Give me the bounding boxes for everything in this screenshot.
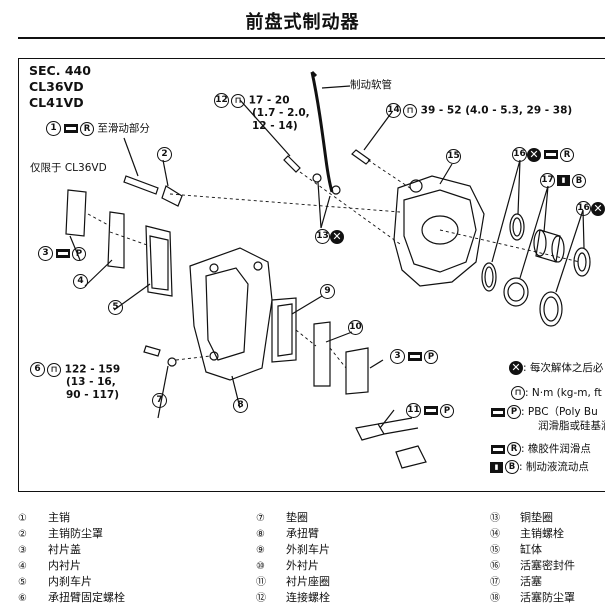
callout-6-ftlb: 90 - 117) [66, 389, 119, 401]
piston [535, 229, 561, 263]
callout-7: 7 [152, 393, 167, 408]
seal-ring [481, 262, 497, 292]
title-rule [18, 37, 605, 39]
callout-12-ftlb: 12 - 14) [252, 120, 298, 132]
torque-icon: ⊓ [403, 103, 417, 118]
grease-icon [56, 249, 70, 258]
callout-6: 6⊓ 122 - 159 [30, 362, 120, 377]
fluid-icon: ▮ [490, 461, 503, 473]
shim-outer [345, 347, 369, 395]
torque-member [189, 247, 273, 381]
section-code: SEC. 440 [29, 63, 91, 78]
page-title: 前盘式制动器 [245, 12, 360, 33]
grease-icon [64, 124, 78, 133]
piston-boot [573, 247, 591, 277]
callout-14: 14⊓ 39 - 52 (4.0 - 5.3, 29 - 38) [386, 103, 573, 118]
piston-cup [503, 277, 529, 307]
pin-boot [161, 185, 183, 207]
model-code-1: CL36VD [29, 79, 84, 94]
torque-icon: ⊓ [231, 93, 245, 108]
fluid-icon: ▮ [557, 175, 570, 186]
model-code-2: CL41VD [29, 95, 84, 110]
callout-5: 5 [108, 300, 123, 315]
legend-torque: ⊓: N·m (kg-m, ft [509, 386, 602, 400]
legend-rubber: R: 橡胶件润滑点 [488, 441, 591, 456]
outer-pad [271, 297, 297, 363]
outer-shim [313, 321, 331, 387]
callout-2: 2 [157, 147, 172, 162]
legend-pbc-2: 润滑脂或硅基润 [538, 420, 605, 432]
replace-icon: ✕ [591, 201, 605, 216]
callout-17: 17▮B [540, 173, 586, 188]
pad-retainer [355, 423, 385, 441]
connecting-bolt [283, 155, 301, 173]
shim-inner [65, 189, 87, 237]
callout-13: 13✕ [315, 229, 344, 244]
legend-replace: ✕: 每次解体之后必 [509, 360, 603, 375]
grease-icon [544, 150, 558, 159]
replace-icon: ✕ [330, 229, 344, 244]
diagram-frame: SEC. 440 CL36VD CL41VD [18, 58, 605, 492]
torque-icon: ⊓ [47, 362, 61, 377]
torque-icon: ⊓ [511, 386, 525, 400]
piston-seal [509, 213, 525, 241]
caliper-body [393, 175, 485, 287]
callout-4: 4 [73, 274, 88, 289]
hose-label: 制动软管 [350, 79, 392, 91]
callout-6-kgm: (13 - 16, [66, 376, 116, 388]
inner-pad [145, 225, 173, 297]
pin-bolt [351, 149, 371, 165]
legend-pbc: P: PBC（Poly Bu [488, 404, 598, 419]
only-for-note: 仅限于 CL36VD [30, 162, 107, 174]
callout-16-upper: 16✕R [512, 147, 574, 162]
legend-fluid: ▮B: 制动液流动点 [488, 459, 589, 474]
callout-10: 10 [348, 320, 363, 335]
replace-icon: ✕ [527, 147, 541, 162]
torque-bolt [143, 345, 161, 357]
grease-icon [424, 406, 438, 415]
callout-12-kgm: (1.7 - 2.0, [252, 107, 310, 119]
inner-shim [107, 211, 125, 269]
callout-8: 8 [233, 398, 248, 413]
callout-9: 9 [320, 284, 335, 299]
grease-icon [491, 444, 505, 454]
main-pin [123, 175, 159, 195]
replace-icon: ✕ [509, 361, 523, 375]
brake-hose [310, 71, 334, 193]
grease-icon [408, 352, 422, 361]
callout-12: 12⊓ 17 - 20 [214, 93, 290, 108]
callout-16-lower: 16✕ [576, 201, 605, 216]
dust-boot-ring [539, 291, 563, 327]
grease-icon [491, 407, 505, 417]
callout-15: 15 [446, 149, 461, 164]
